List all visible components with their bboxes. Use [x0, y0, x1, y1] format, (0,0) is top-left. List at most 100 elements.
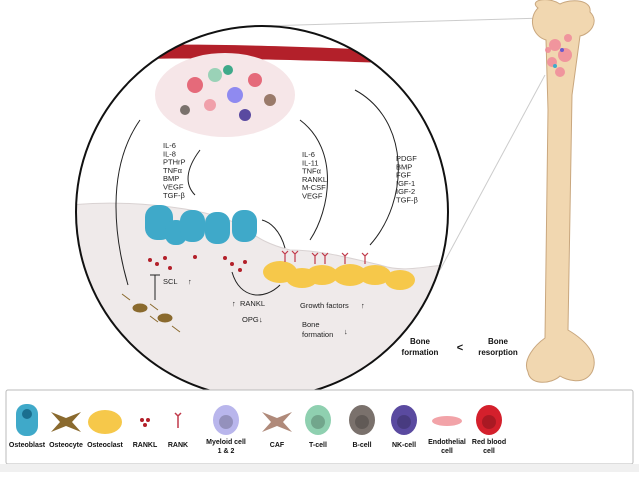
signal-label: BMP [163, 174, 179, 183]
femur-bone [526, 0, 595, 383]
legend-item: B-cell [349, 405, 375, 449]
osteocytes [121, 293, 181, 333]
legend-item: Myeloid cell 1 & 2 [206, 405, 246, 455]
signal-label: IL-8 [163, 149, 176, 158]
comparison-left-1: Bone [410, 337, 431, 346]
comparison-operator: < [457, 342, 463, 354]
legend-label: B-cell [352, 442, 371, 449]
legend-label: CAF [270, 442, 285, 449]
opg-down-arrow: ↓ [259, 315, 263, 324]
caf-icon [262, 412, 292, 432]
rank-icon [174, 412, 182, 428]
rankl-label: RANKL [240, 299, 265, 308]
signal-label: TNFα [163, 166, 183, 175]
osteoblast-icon [16, 404, 38, 436]
rankl-icon [140, 418, 150, 427]
bone-formation-down-arrow: ↓ [344, 327, 348, 336]
comparison-right-2: resorption [478, 348, 518, 357]
endothelial-cell-icon [432, 416, 462, 426]
osteocyte-icon [51, 412, 81, 432]
legend-item: Osteoblast [9, 404, 46, 449]
legend-label: T-cell [309, 442, 327, 449]
signal-label: TGF-β [163, 191, 185, 200]
legend-label: NK-cell [392, 442, 416, 449]
osteoblast-row [145, 205, 257, 245]
bone-balance-comparison: Bone formation < Bone resorption [402, 337, 518, 357]
signal-label: IL-6 [302, 150, 315, 159]
signal-label: VEGF [302, 192, 323, 201]
legend-item: Osteoclast [87, 410, 124, 449]
legend-label: Myeloid cell [206, 439, 246, 446]
rankl-particles [148, 255, 247, 272]
legend-label-line2: cell [441, 448, 453, 455]
magnified-view [76, 26, 448, 398]
arrow-tumor-to-osteocyte [115, 119, 141, 286]
osteoclast-icon [88, 410, 122, 434]
arrow-rankl-to-osteoclast [231, 271, 281, 296]
growth-factors-up-arrow: ↑ [361, 301, 365, 310]
bone-formation-label-2: formation [302, 330, 333, 339]
legend-label: Endothelial [428, 439, 466, 446]
legend-item: Osteocyte [49, 412, 83, 449]
scl-up-arrow: ↑ [188, 277, 192, 286]
legend-label: Osteoblast [9, 442, 46, 449]
signal-label: FGF [396, 171, 411, 180]
signal-label: IL-11 [302, 158, 319, 167]
legend-item: T-cell [305, 405, 331, 449]
signal-label: PTHrP [163, 158, 186, 167]
signal-label: IGF-2 [396, 187, 415, 196]
myeloid-cell-icon [213, 405, 239, 435]
zoom-line-top [261, 17, 546, 27]
legend-label-line2: cell [483, 448, 495, 455]
scl-label: SCL [163, 277, 178, 286]
signal-label: IL-6 [163, 141, 176, 150]
legend-item: CAF [262, 412, 292, 449]
comparison-right-1: Bone [488, 337, 509, 346]
legend-label-line2: 1 & 2 [218, 448, 235, 455]
legend-item: RANK [168, 412, 188, 449]
legend-label: Red blood [472, 439, 506, 446]
signal-label: BMP [396, 162, 412, 171]
legend-label: RANK [168, 442, 188, 449]
signal-arrows [115, 89, 399, 300]
signal-label: PDGF [396, 154, 417, 163]
b-cell-icon [349, 405, 375, 435]
rank-receptors [281, 250, 369, 264]
arrow-tumor-to-osteoblast [187, 149, 201, 196]
legend-label: Osteoclast [87, 442, 123, 449]
signal-label: TGF-β [396, 196, 418, 205]
legend-item: Red blood cell [472, 405, 506, 455]
growth-factors-label: Growth factors [300, 301, 349, 310]
signal-label: M-CSF [302, 183, 326, 192]
scl-inhibition [150, 274, 160, 300]
bottom-bar [0, 464, 639, 472]
bone-matrix [76, 202, 448, 398]
legend-item: RANKL [133, 418, 158, 449]
signal-label: VEGF [163, 183, 184, 192]
signal-label: RANKL [302, 175, 327, 184]
opg-label: OPG [242, 315, 259, 324]
nk-cell-icon [391, 405, 417, 435]
arrow-osteoclast-to-osteoblast [261, 219, 286, 249]
t-cell-icon [305, 405, 331, 435]
comparison-left-2: formation [402, 348, 439, 357]
signal-label: IGF-1 [396, 179, 415, 188]
legend-label: Osteocyte [49, 442, 83, 449]
legend-item: NK-cell [391, 405, 417, 449]
arrow-bone-to-tumor [354, 89, 399, 246]
bone-formation-label-1: Bone [302, 320, 320, 329]
osteoclast-row [263, 261, 415, 290]
arrow-tumor-to-osteoclast [299, 119, 328, 241]
legend-label: RANKL [133, 442, 158, 449]
tumor-mass [155, 53, 295, 137]
red-blood-cell-icon [476, 405, 502, 435]
zoom-line-bottom [439, 74, 546, 271]
rankl-up-arrow: ↑ [232, 299, 236, 308]
legend-item: Endothelial cell [428, 416, 466, 455]
signal-label: TNFα [302, 167, 322, 176]
